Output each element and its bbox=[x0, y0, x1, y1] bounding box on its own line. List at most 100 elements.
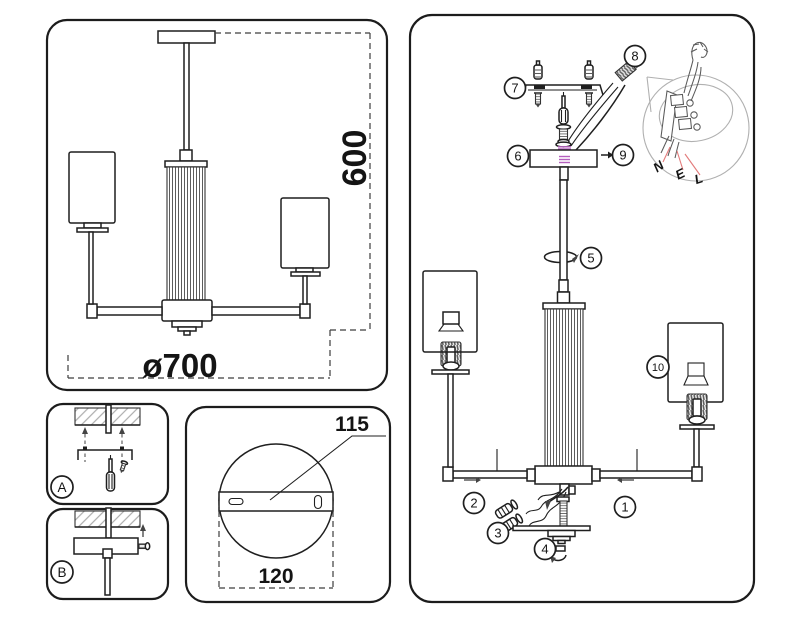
left-arm bbox=[452, 470, 528, 479]
left-arm-block bbox=[86, 303, 98, 319]
bracket-slot bbox=[534, 85, 545, 89]
bracket-hole bbox=[120, 446, 124, 450]
screw-icon bbox=[534, 92, 542, 108]
column-top-cap bbox=[164, 160, 208, 168]
step-number: 1 bbox=[621, 500, 628, 515]
ceiling-plate bbox=[157, 30, 216, 44]
assembly-panel: N E L bbox=[408, 13, 756, 604]
column-neck bbox=[556, 291, 571, 304]
slot-horizontal bbox=[228, 497, 244, 506]
right-arm-block bbox=[691, 466, 703, 482]
canopy-stem bbox=[559, 166, 569, 181]
socket-base bbox=[688, 415, 706, 425]
leader-n bbox=[662, 146, 671, 163]
disc-nub bbox=[557, 539, 566, 545]
wall-anchor-icon bbox=[584, 60, 594, 80]
candle-sleeve bbox=[442, 311, 460, 325]
canopy-width-dimension: 120 bbox=[258, 565, 293, 588]
rotate-arrow-icon bbox=[572, 254, 579, 263]
left-arm bbox=[96, 306, 163, 316]
step-badge-10: 10 bbox=[646, 355, 670, 379]
left-arrow-icon bbox=[617, 477, 622, 483]
panel-a-border bbox=[45, 402, 170, 506]
center-hub bbox=[161, 299, 213, 322]
step-badge-3: 3 bbox=[486, 521, 510, 545]
leader-line bbox=[269, 435, 386, 501]
screw-icon bbox=[585, 92, 593, 108]
panel-a: A bbox=[45, 402, 170, 506]
panel-b-label: B bbox=[57, 565, 66, 580]
threaded-nipple bbox=[558, 128, 569, 141]
left-arm-block bbox=[442, 466, 454, 482]
canopy-assembly-group bbox=[529, 92, 614, 181]
hole-spacing-dimension: 115 bbox=[335, 413, 369, 436]
wire-hook bbox=[691, 41, 708, 61]
step-badge-5: 5 bbox=[579, 246, 603, 270]
screwdriver-icon bbox=[105, 455, 116, 492]
hanging-rod bbox=[559, 179, 568, 281]
hub-socket-right bbox=[591, 468, 601, 482]
mounting-bracket bbox=[77, 449, 133, 460]
right-shade bbox=[280, 197, 330, 269]
socket-slot bbox=[692, 398, 702, 417]
lamp-rod bbox=[693, 428, 700, 468]
step-badge-9: 9 bbox=[611, 143, 635, 167]
left-lamp-rod bbox=[88, 231, 94, 305]
chandelier-front-view bbox=[68, 30, 330, 336]
side-screw-icon bbox=[138, 542, 151, 551]
bracket-anchors-group bbox=[522, 60, 604, 108]
front-view-border bbox=[45, 18, 389, 392]
lamp-rod bbox=[447, 373, 454, 468]
right-lamp-group bbox=[667, 322, 724, 482]
balloon-circle bbox=[642, 74, 750, 182]
hub-tab bbox=[568, 485, 576, 495]
bracket-slot bbox=[581, 85, 592, 89]
step-number: 10 bbox=[652, 362, 664, 374]
column-top-cap bbox=[542, 302, 586, 310]
step-badge-8: 8 bbox=[623, 44, 647, 68]
rod-connector bbox=[558, 279, 569, 293]
canopy-stem-block bbox=[102, 548, 113, 559]
center-hub bbox=[534, 465, 593, 485]
left-shade bbox=[68, 151, 116, 224]
screw-icon bbox=[119, 460, 129, 474]
sleeve-flare bbox=[683, 375, 709, 386]
wire bbox=[525, 488, 563, 515]
rod-column-group bbox=[442, 179, 693, 485]
bottom-assembly-group bbox=[464, 477, 634, 563]
right-arm bbox=[599, 470, 693, 479]
leader-l bbox=[684, 153, 701, 176]
finial-piece bbox=[555, 545, 566, 552]
diameter-dimension: ø700 bbox=[142, 347, 217, 384]
step-number: 3 bbox=[494, 526, 501, 541]
ceiling-rod bbox=[105, 507, 112, 539]
canopy bbox=[529, 149, 598, 168]
hub-step-1 bbox=[171, 320, 203, 328]
right-arm bbox=[211, 306, 301, 316]
step-number: 6 bbox=[514, 149, 521, 164]
wall-anchor-icon bbox=[533, 60, 543, 80]
slot-vertical bbox=[313, 494, 323, 510]
height-dimension: 600 bbox=[336, 130, 374, 187]
step-number: 5 bbox=[587, 251, 594, 266]
step-number: 2 bbox=[470, 496, 477, 511]
leader-e bbox=[676, 150, 684, 171]
socket-slot bbox=[446, 346, 456, 364]
step-badge-a: A bbox=[50, 475, 74, 499]
screwdriver-icon bbox=[558, 92, 569, 125]
up-arrow-icon bbox=[82, 427, 88, 434]
hub-finial bbox=[183, 330, 191, 336]
wire bbox=[537, 491, 560, 501]
canopy-top-view-panel: 115 120 bbox=[184, 405, 392, 604]
socket-base bbox=[442, 361, 460, 371]
step-number: 8 bbox=[631, 49, 638, 64]
left-lamp-group bbox=[422, 270, 478, 468]
step-badge-4: 4 bbox=[533, 537, 557, 561]
right-arrow-icon bbox=[608, 151, 614, 159]
down-rod bbox=[183, 42, 190, 151]
step-badge-7: 7 bbox=[503, 76, 527, 100]
panel-a-label: A bbox=[57, 480, 66, 495]
up-arrow-icon bbox=[119, 427, 125, 434]
